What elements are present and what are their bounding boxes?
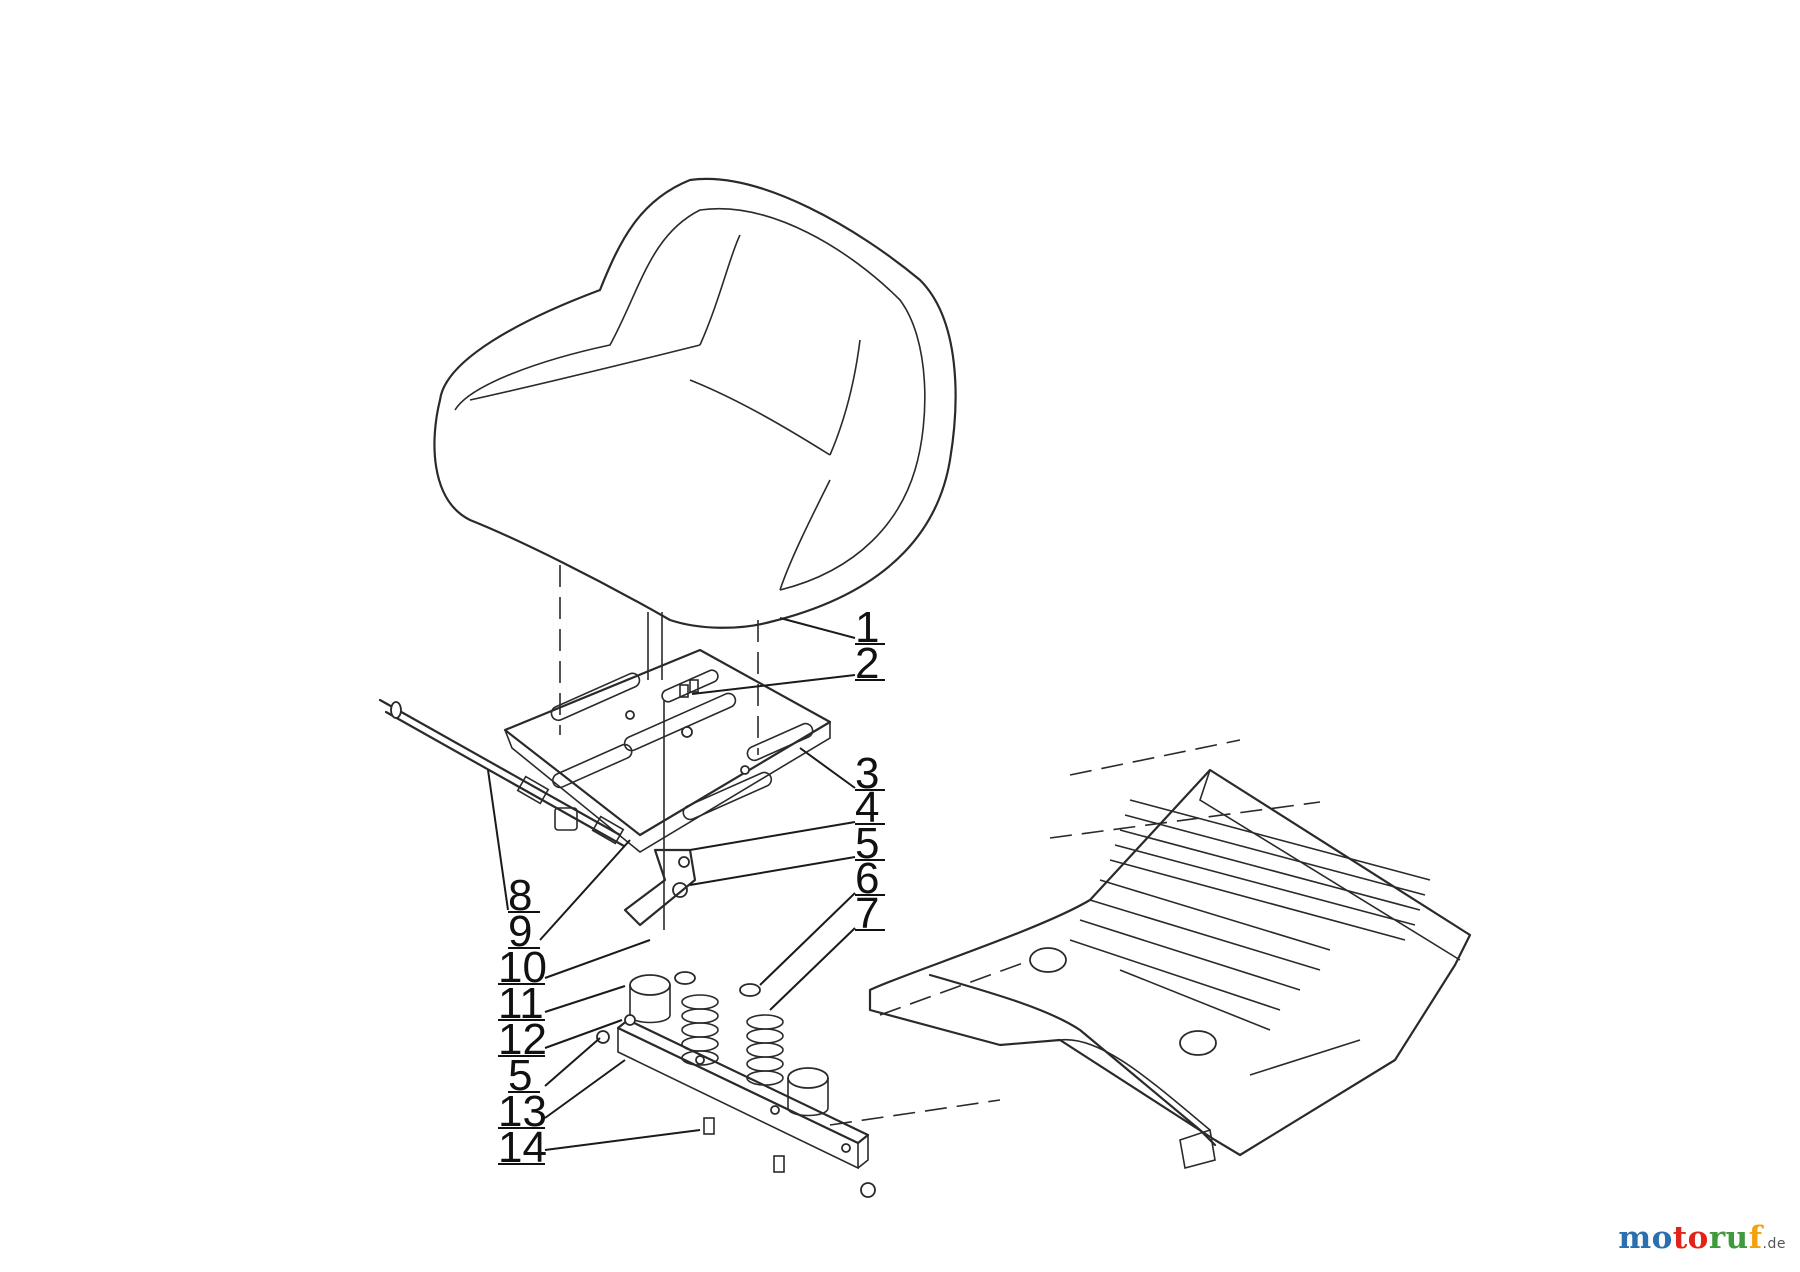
logo-part-2: to <box>1672 1220 1709 1256</box>
logo-part-4: f <box>1748 1220 1763 1256</box>
pan-bolts <box>672 679 699 898</box>
seat-cushion <box>433 177 957 629</box>
spring-right <box>739 983 784 1086</box>
seat-pan <box>503 648 832 853</box>
fender-deck <box>868 768 1472 1169</box>
deck-ribs <box>1069 799 1431 1076</box>
bushing-left <box>629 974 671 1024</box>
spring-left <box>674 971 719 1066</box>
hinge-rod <box>378 698 626 848</box>
logo-tld: .de <box>1762 1236 1786 1252</box>
callout-labels: 1 2 3 4 5 6 7 8 9 10 11 12 5 13 14 <box>498 603 885 1172</box>
projection-lines <box>559 565 1321 1126</box>
bushing-right <box>787 1067 829 1117</box>
motoruf-logo: motoruf.de <box>1618 1220 1786 1256</box>
cross-tube <box>596 1014 876 1198</box>
logo-part-3: ru <box>1708 1220 1749 1256</box>
callout-leaders <box>487 617 856 1151</box>
logo-part-1: mo <box>1618 1220 1673 1256</box>
